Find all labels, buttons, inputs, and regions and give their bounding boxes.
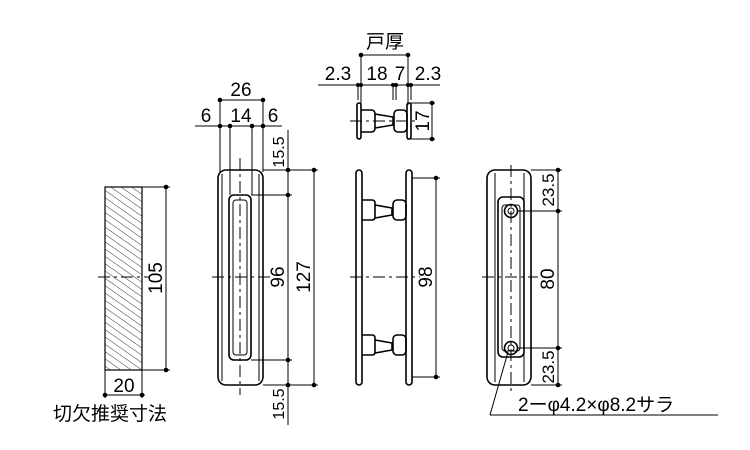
slot-width-dim: 14 — [230, 106, 252, 127]
plate-left-dim: 2.3 — [325, 64, 351, 85]
cutout-view: 105 20 切欠推奨寸法 — [53, 184, 170, 425]
depth-dim: 17 — [413, 110, 434, 131]
overall-height-dim: 127 — [294, 261, 315, 293]
cutout-width-dim: 20 — [113, 376, 134, 397]
cutout-height-dim: 105 — [146, 262, 167, 294]
plate-right-dim: 2.3 — [415, 64, 441, 85]
cutout-label: 切欠推奨寸法 — [53, 403, 167, 425]
gap-dim: 18 — [366, 64, 387, 85]
side-view-top: 戸厚 2.3 18 7 2.3 17 — [318, 32, 441, 142]
back-view: 23.5 80 23.5 2ーφ4.2×φ8.2サラ — [482, 165, 718, 416]
front-view: 26 6 14 6 15.5 15.5 96 127 — [195, 80, 318, 425]
overall-width-dim: 26 — [230, 80, 251, 101]
cutout-hatched-area — [104, 186, 143, 371]
left-margin-dim: 6 — [201, 106, 212, 127]
hole-pitch-dim: 80 — [538, 268, 559, 289]
leader-line — [489, 351, 509, 416]
plate-height-dim: 98 — [416, 266, 437, 287]
back-bottom-offset-dim: 23.5 — [539, 350, 558, 383]
door-thickness-label: 戸厚 — [366, 32, 404, 53]
top-offset-dim: 15.5 — [271, 136, 288, 167]
slot-height-dim: 96 — [268, 266, 289, 287]
back-top-offset-dim: 23.5 — [539, 173, 558, 206]
bottom-offset-dim: 15.5 — [271, 388, 288, 419]
right-margin-dim: 6 — [268, 106, 279, 127]
screw-note: 2ーφ4.2×φ8.2サラ — [518, 395, 674, 416]
boss-dim: 7 — [395, 64, 406, 85]
side-view: 98 — [350, 169, 440, 386]
